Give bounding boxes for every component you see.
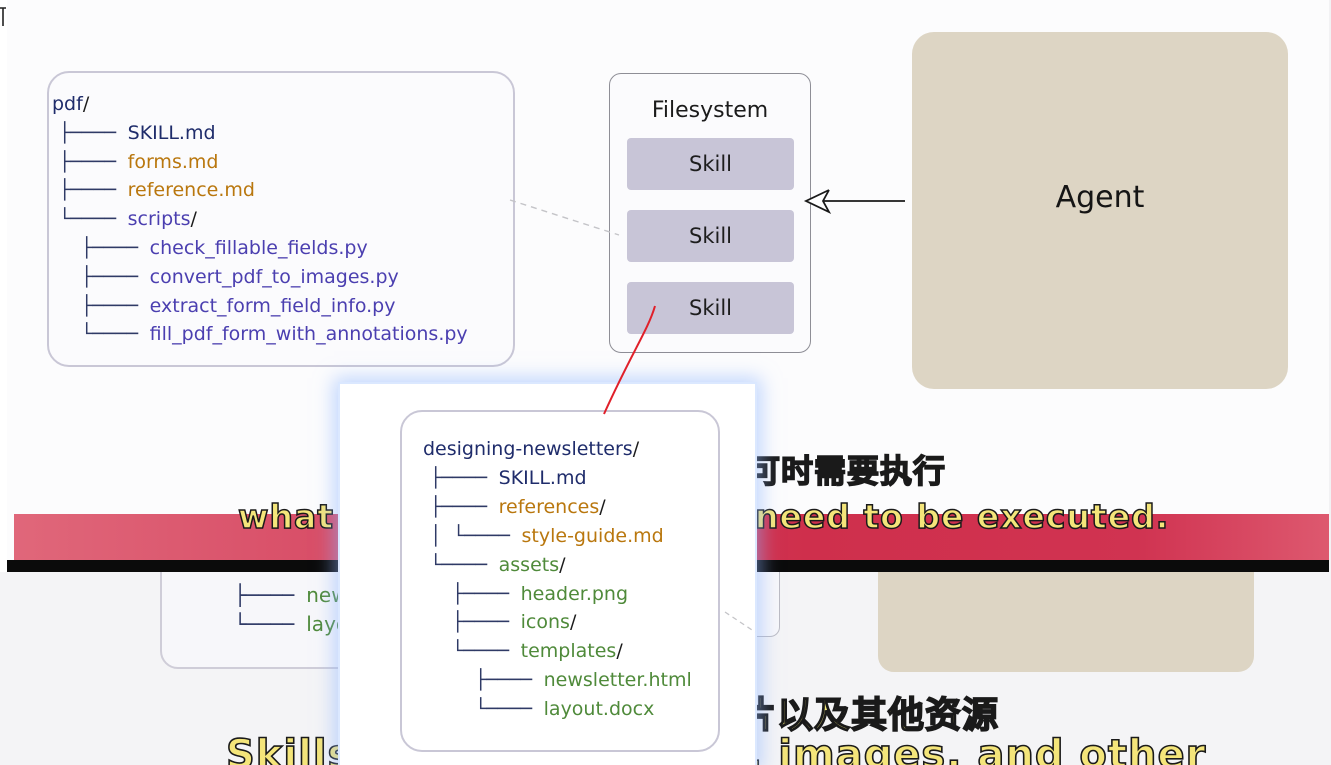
tree-line: ├──── SKILL.md <box>430 466 587 489</box>
tree-item-name: extract_form_field_info.py <box>149 294 396 317</box>
tree-guide: ├──── <box>59 150 128 173</box>
background-tree-line: ├──── new <box>234 583 348 607</box>
tree-item-name: designing-newsletters <box>423 438 633 460</box>
tree-guide: ├──── <box>452 582 521 605</box>
tree-item-name: SKILL.md <box>498 466 587 489</box>
tree-guide: │ └──── <box>430 524 522 547</box>
tree-line: │ └──── style-guide.md <box>430 524 664 547</box>
tree-guide: ├──── <box>430 495 499 518</box>
skill-chip-1: Skill <box>627 138 794 190</box>
tree-line: ├──── convert_pdf_to_images.py <box>81 265 399 288</box>
tree-guide: ├──── <box>81 294 150 317</box>
tree-item-slash: / <box>599 495 606 518</box>
tree-guide: ├──── <box>234 583 307 607</box>
tree-guide: ├──── <box>475 669 544 692</box>
dashed-connector <box>509 199 620 236</box>
subtitle-chinese-lower: 片以及其他资源 <box>739 694 1000 737</box>
agent-label: Agent <box>1055 180 1145 215</box>
skill-chip-2: Skill <box>627 210 794 262</box>
tree-item-name: icons <box>520 611 570 634</box>
tree-item-slash: / <box>569 611 577 634</box>
subtitle-english-lower-right: s, images, and other <box>722 731 1207 765</box>
subtitle-english-upper-right: y need to be executed. <box>719 496 1170 537</box>
tree-guide: └──── <box>59 208 128 231</box>
tree-guide: ├──── <box>59 121 128 144</box>
tree-guide: ├──── <box>59 179 128 202</box>
tree-line: ├──── forms.md <box>59 150 219 173</box>
tree-line: └──── fill_pdf_form_with_annotations.py <box>81 325 468 344</box>
tree-item-name: templates <box>520 640 617 663</box>
newsletter-skill-tree-box <box>400 410 720 752</box>
tree-line: ├──── check_fillable_fields.py <box>81 239 368 258</box>
subtitle-english-upper-left: what <box>237 496 335 537</box>
tree-item-name: SKILL.md <box>127 121 216 144</box>
tree-line: ├──── reference.md <box>59 181 255 200</box>
tree-item-slash: / <box>559 553 566 576</box>
tree-line: pdf/ <box>52 95 89 114</box>
arrow-head-icon <box>803 189 832 215</box>
tree-line: └──── templates/ <box>452 642 623 661</box>
tree-item-name: newsletter.html <box>543 669 692 692</box>
tree-item-name: convert_pdf_to_images.py <box>149 265 399 288</box>
tree-item-name: fill_pdf_form_with_annotations.py <box>149 323 468 346</box>
cropped-glyph-icon <box>0 7 6 26</box>
tree-guide: └──── <box>430 553 499 576</box>
pdf-skill-tree-box <box>47 71 515 367</box>
agent-box: Agent <box>912 32 1288 389</box>
tree-item-name: check_fillable_fields.py <box>149 237 368 259</box>
tree-line: ├──── header.png <box>452 582 629 605</box>
tree-item-slash: / <box>616 640 623 663</box>
tree-line: ├──── newsletter.html <box>475 671 692 690</box>
tree-line: └──── layout.docx <box>475 700 654 719</box>
tree-item-name: style-guide.md <box>521 524 664 547</box>
tree-line: ├──── SKILL.md <box>59 121 216 144</box>
tree-guide: └──── <box>81 323 150 346</box>
window-left-edge <box>0 0 7 572</box>
tree-item-name: assets <box>498 553 560 576</box>
tree-line: └──── scripts/ <box>59 210 197 229</box>
tree-line: └──── assets/ <box>430 553 566 576</box>
subtitle-chinese-upper: 可时需要执行 <box>747 451 947 491</box>
tree-guide: └──── <box>452 640 521 663</box>
subtitle-english-upper: what y need to be executed. <box>237 496 1170 537</box>
tree-item-slash: / <box>632 438 640 460</box>
tree-item-name: forms.md <box>127 150 219 173</box>
tree-guide: ├──── <box>81 265 150 288</box>
tree-item-slash: / <box>82 93 90 115</box>
tree-guide: ├──── <box>81 237 150 259</box>
tree-item-name: header.png <box>520 582 629 605</box>
filesystem-title: Filesystem <box>651 98 769 123</box>
tree-line: ├──── icons/ <box>452 613 576 632</box>
tree-item-name: layout.docx <box>543 698 655 721</box>
tree-line: ├──── references/ <box>430 495 606 518</box>
tree-item-name: pdf <box>52 93 83 115</box>
tree-guide: └──── <box>234 612 307 636</box>
tree-item-name: reference.md <box>127 179 255 202</box>
tree-item-slash: / <box>190 208 197 231</box>
main-slide-connectors <box>509 189 905 236</box>
subtitle-english-lower: Skills s, images, and other <box>225 731 1207 765</box>
background-tree-line: └──── layo <box>234 612 348 636</box>
tree-guide: └──── <box>475 698 544 721</box>
tree-item-name: scripts <box>127 208 191 231</box>
skill-zoom-popup: designing-newsletters/├──── SKILL.md├───… <box>340 384 755 765</box>
tree-guide: ├──── <box>430 466 499 489</box>
subtitle-english-lower-left: Skills <box>225 731 353 765</box>
tree-line: ├──── extract_form_field_info.py <box>81 294 396 317</box>
tree-line: designing-newsletters/ <box>423 440 639 459</box>
tree-guide: ├──── <box>452 611 521 634</box>
tree-item-name: references <box>498 495 600 518</box>
